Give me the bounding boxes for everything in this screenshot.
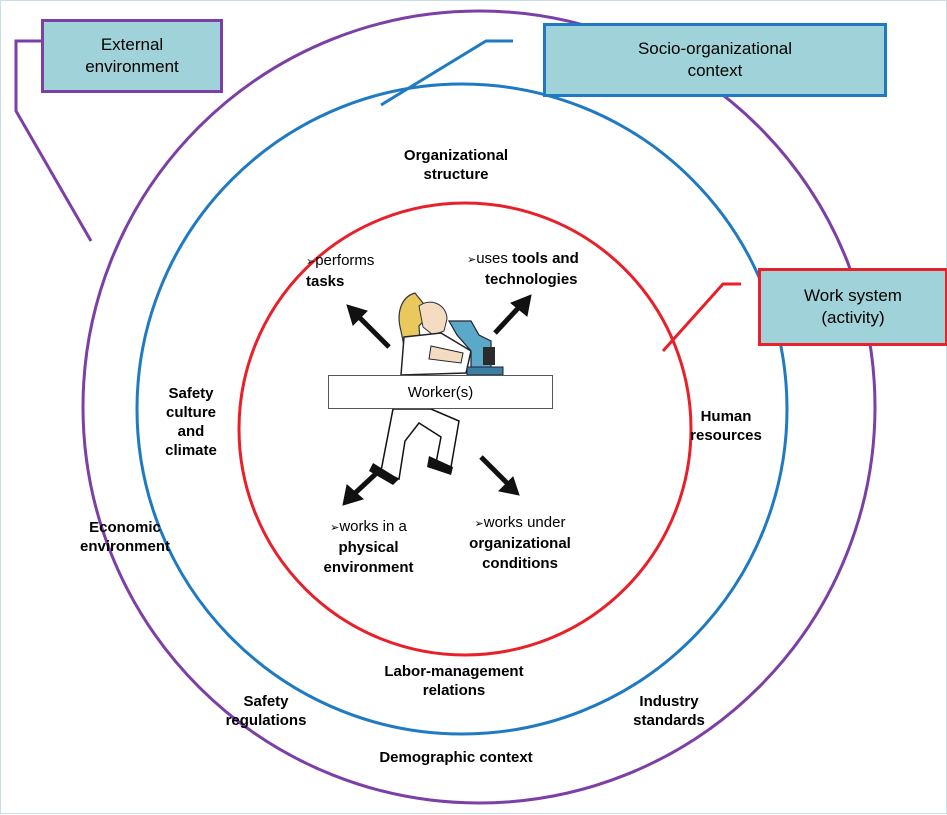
industry-standards-label: Industry standards: [619, 692, 719, 730]
safety-regulations-line2: regulations: [225, 712, 307, 729]
work-callout-line: [661, 282, 741, 353]
worker-label-box: Worker(s): [328, 375, 553, 409]
safety-regulations-label: Safety regulations: [211, 692, 321, 730]
work-box-line2: (activity): [821, 308, 885, 327]
safety-culture-label: Safety culture and climate: [151, 384, 231, 460]
labor-management-label: Labor-management relations: [359, 662, 549, 700]
socio-organizational-box: Socio-organizational context: [543, 23, 887, 97]
safety-culture-line3: and: [177, 423, 205, 440]
arrow-to-tasks: [346, 304, 391, 349]
demographic-context-label: Demographic context: [351, 748, 561, 767]
activity-tools-prefix: uses: [476, 250, 508, 267]
economic-environment-label: Economic environment: [65, 518, 185, 556]
external-box-line1: External: [100, 35, 164, 54]
socio-box-line2: context: [687, 61, 743, 80]
labor-management-line2: relations: [422, 682, 486, 699]
socio-organizational-ring: [135, 82, 789, 736]
arrow-to-tools: [493, 294, 532, 335]
arrow-to-conditions: [479, 455, 520, 496]
bullet-arrow-icon: ➢: [330, 522, 340, 534]
activity-conditions-prefix: works under: [483, 514, 566, 531]
industry-standards-line2: standards: [633, 712, 705, 729]
worker-label: Worker(s): [407, 383, 474, 401]
scientist-at-microscope-icon: [369, 292, 504, 485]
activity-physical-prefix: works in a: [339, 518, 407, 535]
activity-tasks: ➢performs tasks: [306, 251, 374, 292]
economic-line2: environment: [79, 538, 170, 555]
industry-standards-line1: Industry: [639, 693, 699, 710]
activity-conditions-bold2: conditions: [482, 555, 558, 572]
safety-culture-line1: Safety: [168, 385, 214, 402]
human-resources-line1: Human: [700, 408, 752, 425]
safety-culture-line2: culture: [165, 404, 216, 421]
human-resources-line2: resources: [690, 427, 762, 444]
activity-tasks-prefix: performs: [315, 252, 375, 269]
labor-management-line1: Labor-management: [384, 663, 524, 680]
bullet-arrow-icon: ➢: [467, 254, 477, 266]
activity-tasks-bold: tasks: [306, 273, 345, 290]
external-environment-ring: [81, 9, 877, 805]
activity-conditions-bold1: organizational: [469, 535, 571, 552]
bullet-arrow-icon: ➢: [474, 518, 484, 530]
external-box-line2: environment: [85, 57, 179, 76]
bullet-arrow-icon: ➢: [306, 256, 316, 268]
external-callout-line: [14, 39, 93, 242]
activity-physical: ➢works in a physical environment: [306, 517, 431, 578]
org-structure-line1: Organizational: [403, 147, 509, 164]
work-system-box: Work system (activity): [758, 268, 947, 346]
external-environment-box: External environment: [41, 19, 223, 93]
safety-culture-line4: climate: [165, 442, 217, 459]
activity-arrows: [342, 294, 532, 506]
activity-physical-bold2: environment: [323, 559, 414, 576]
org-structure-label: Organizational structure: [381, 146, 531, 184]
work-box-line1: Work system: [804, 286, 902, 305]
activity-tools-bold2: technologies: [485, 271, 578, 288]
arrow-to-physical: [342, 467, 383, 506]
activity-tools-bold1: tools and: [512, 250, 579, 267]
demographic-context-text: Demographic context: [379, 749, 533, 766]
human-resources-label: Human resources: [681, 407, 771, 445]
socio-callout-line: [380, 39, 513, 107]
safety-regulations-line1: Safety: [243, 693, 289, 710]
activity-physical-bold1: physical: [338, 539, 399, 556]
activity-tools: ➢uses tools and technologies: [467, 249, 579, 290]
org-structure-line2: structure: [423, 166, 489, 183]
economic-line1: Economic: [89, 519, 161, 536]
socio-box-line1: Socio-organizational: [637, 39, 793, 58]
activity-conditions: ➢works under organizational conditions: [455, 513, 585, 574]
work-system-ring: [237, 201, 693, 657]
